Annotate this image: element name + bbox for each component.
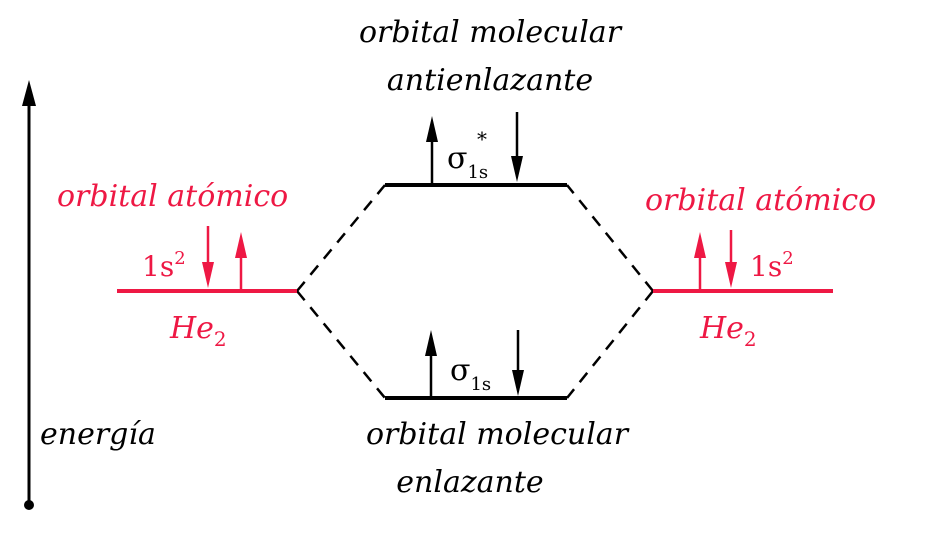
right-atomic-orbital: orbital atómico 1s2 He2 — [645, 183, 876, 351]
energy-axis: energía — [22, 80, 156, 510]
left-electron-up-arrow — [235, 232, 247, 290]
right-electron-up-arrow — [694, 232, 706, 290]
right-to-antibonding-line — [566, 184, 654, 292]
left-species-label: He2 — [169, 311, 227, 351]
energy-axis-origin — [24, 500, 34, 510]
right-species-label: He2 — [699, 311, 757, 351]
antibonding-electron-down-arrow — [511, 112, 523, 182]
left-atomic-orbital: orbital atómico 1s2 He2 — [57, 179, 297, 351]
bonding-title-line2: enlazante — [396, 465, 543, 500]
left-orbital-label: 1s2 — [142, 248, 186, 283]
left-to-bonding-line — [296, 290, 386, 399]
energy-axis-arrowhead — [22, 80, 36, 106]
bonding-orbital: σ1s orbital molecular enlazante — [366, 330, 630, 500]
left-electron-down-arrow — [202, 226, 214, 288]
right-orbital-label: 1s2 — [750, 248, 794, 283]
left-to-antibonding-line — [296, 184, 386, 292]
antibonding-title-line2: antienlazante — [387, 63, 593, 98]
antibonding-orbital: orbital molecular antienlazante σ1s * — [359, 15, 623, 187]
energy-axis-label: energía — [40, 417, 156, 452]
antibonding-title-line1: orbital molecular — [359, 15, 623, 50]
antibonding-star: * — [477, 127, 487, 151]
bonding-symbol: σ1s — [450, 353, 491, 395]
antibonding-electron-up-arrow — [426, 116, 438, 184]
right-electron-down-arrow — [725, 230, 737, 288]
bonding-electron-up-arrow — [425, 330, 437, 397]
left-atomic-title: orbital atómico — [57, 179, 288, 214]
correlation-lines — [296, 184, 654, 399]
right-to-bonding-line — [566, 290, 654, 399]
antibonding-symbol: σ1s — [447, 141, 488, 183]
bonding-electron-down-arrow — [512, 330, 524, 396]
right-atomic-title: orbital atómico — [645, 183, 876, 218]
bonding-title-line1: orbital molecular — [366, 417, 630, 452]
